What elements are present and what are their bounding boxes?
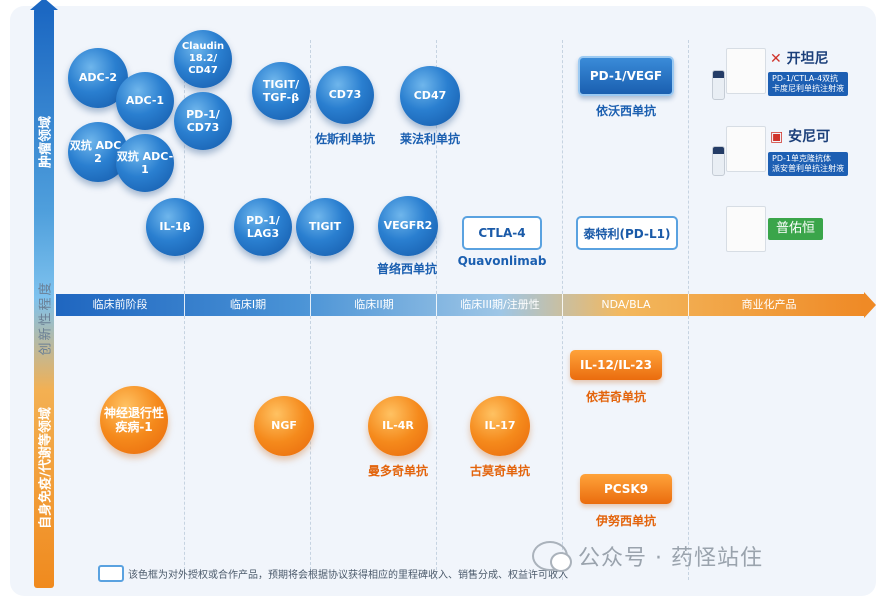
caption-ctla4-drug: Quavonlimab [457,254,547,268]
caption-il12-drug: 依若奇单抗 [585,390,647,404]
vertical-axis [30,0,58,588]
bubble-cd47[interactable]: CD47 [400,66,460,126]
legend-swatch [98,565,124,582]
tag-line: 派安普利单抗注射液 [772,164,844,173]
package-icon [726,206,766,252]
legend-text: 该色框为对外授权或合作产品，预期将会根据协议获得相应的里程碑收入、销售分成、权益… [128,570,568,581]
box-il12-il23[interactable]: IL-12/IL-23 [570,350,662,380]
bubble-il1b[interactable]: IL-1β [146,198,204,256]
box-ctla4[interactable]: CTLA-4 [462,216,542,250]
stage-commercial: 商业化产品 [688,294,849,316]
caption-cd73-drug: 佐斯利单抗 [314,132,376,146]
watermark: 公众号 · 药怪站住 [532,540,763,572]
bubble-il4r[interactable]: IL-4R [368,396,428,456]
bubble-neurodegenerative[interactable]: 神经退行性 疾病-1 [100,386,168,454]
axis-label-immunology: 自身免疫/代谢等领域 [38,407,54,529]
box-pcsk9[interactable]: PCSK9 [580,474,672,504]
watermark-text: 公众号 · 药怪站住 [578,546,763,571]
stage-phase-2: 临床II期 [310,294,437,316]
vial-icon [712,70,725,100]
brand-name: 安尼可 [788,129,831,145]
stage-axis [56,292,876,318]
axis-label-innovation: 创新性程度 [38,280,54,356]
caption-cd47-drug: 莱法利单抗 [399,132,461,146]
stage-phase-3: 临床III期/注册性 [436,294,563,316]
stage-preclinical: 临床前阶段 [92,298,148,311]
wechat-icon [532,541,572,572]
product-annike[interactable]: ▣ 安尼可 PD-1单克隆抗体派安普利单抗注射液 [712,124,858,178]
bubble-tigit[interactable]: TIGIT [296,198,354,256]
tag-line: 卡度尼利单抗注射液 [772,84,844,93]
product-tag: PD-1单克隆抗体派安普利单抗注射液 [768,152,848,176]
kaitanni-logo-icon: ✕ 开坦尼 [770,51,829,67]
tag-line: PD-1/CTLA-4双抗 [772,74,839,83]
bubble-pd1-cd73[interactable]: PD-1/ CD73 [174,92,232,150]
bubble-tigit-tgfb[interactable]: TIGIT/ TGF-β [252,62,310,120]
bubble-bispecific-adc-1[interactable]: 双抗 ADC-1 [116,134,174,192]
brand-name: 开坦尼 [786,51,829,67]
box-pdl1[interactable]: 泰特利(PD-L1) [576,216,678,250]
package-icon [726,126,766,172]
bubble-ngf[interactable]: NGF [254,396,314,456]
bubble-pd1-lag3[interactable]: PD-1/ LAG3 [234,198,292,256]
puyouheng-logo-icon: 普佑恒 [768,218,824,240]
stage-nda-bla: NDA/BLA [562,294,689,316]
bubble-claudin-cd47[interactable]: Claudin 18.2/ CD47 [174,30,232,88]
caption-vegfr2-drug: 普络西单抗 [376,262,438,276]
tag-line: PD-1单克隆抗体 [772,154,831,163]
caption-il17-drug: 古莫奇单抗 [469,464,531,478]
caption-il4r-drug: 曼多奇单抗 [367,464,429,478]
caption-pcsk9-drug: 伊努西单抗 [595,514,657,528]
stage-phase-1: 临床I期 [184,294,311,316]
package-icon [726,48,766,94]
product-kaitanni[interactable]: ✕ 开坦尼 PD-1/CTLA-4双抗卡度尼利单抗注射液 [712,44,858,100]
axis-label-oncology: 肿瘤领域 [38,115,54,169]
bubble-cd73[interactable]: CD73 [316,66,374,124]
bubble-adc-1[interactable]: ADC-1 [116,72,174,130]
product-tag: PD-1/CTLA-4双抗卡度尼利单抗注射液 [768,72,848,96]
vial-icon [712,146,725,176]
product-puyouheng[interactable]: 普佑恒 [722,206,858,260]
caption-pd1-vegf-drug: 依沃西单抗 [595,104,657,118]
box-pd1-vegf[interactable]: PD-1/VEGF [578,56,674,96]
bubble-vegfr2[interactable]: VEGFR2 [378,196,438,256]
bubble-il17[interactable]: IL-17 [470,396,530,456]
annike-logo-icon: ▣ 安尼可 [770,129,831,145]
